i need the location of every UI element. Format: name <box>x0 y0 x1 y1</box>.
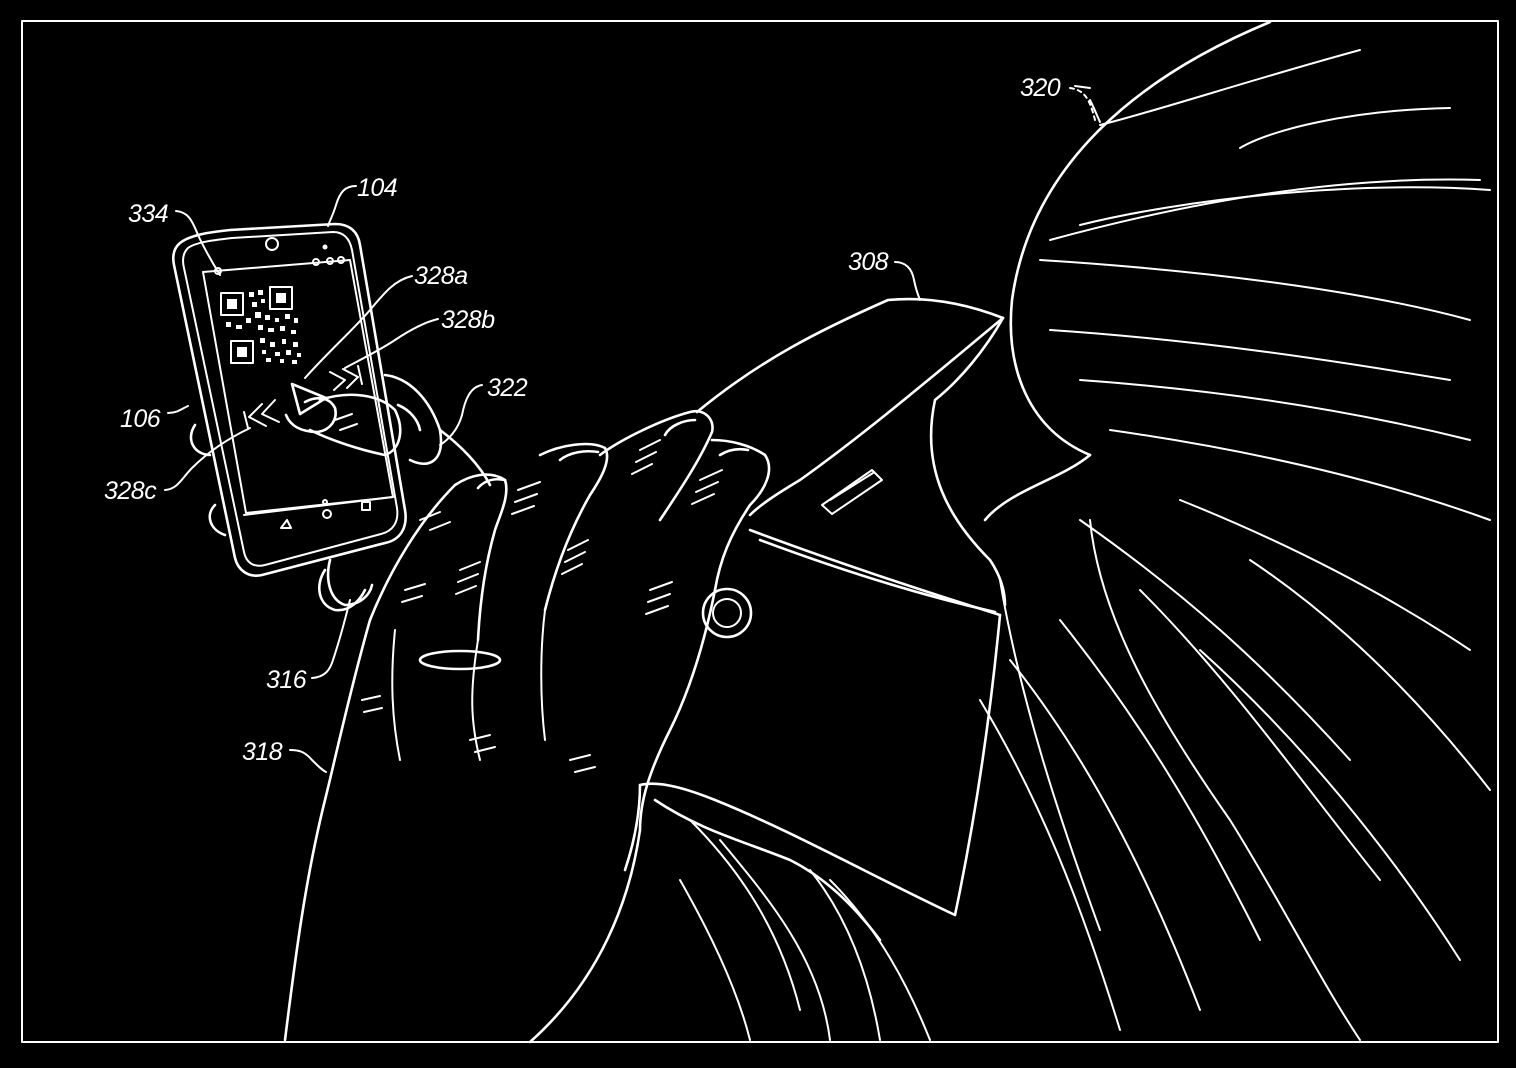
figure-border <box>21 20 1499 1043</box>
fast-forward-icon <box>329 365 363 391</box>
front-camera <box>265 237 279 251</box>
back-nav-icon <box>280 519 292 529</box>
label-104: 104 <box>357 174 397 202</box>
leader-lines <box>164 85 1101 773</box>
rewind-icon <box>243 399 280 429</box>
cable-316 <box>326 558 374 607</box>
head-mounted-display-308 <box>623 297 1007 1041</box>
label-320: 320 <box>1020 74 1061 102</box>
label-318: 318 <box>242 738 283 766</box>
mobile-device-104 <box>171 222 407 577</box>
left-hand-322 <box>189 373 492 612</box>
play-icon <box>290 382 328 416</box>
side-button <box>701 587 753 639</box>
label-316: 316 <box>266 666 307 694</box>
qr-code-icon <box>220 286 301 364</box>
label-322: 322 <box>487 374 528 402</box>
label-328c: 328c <box>104 477 157 505</box>
right-hand-318 <box>283 409 771 1044</box>
label-328b: 328b <box>441 306 495 334</box>
head-hair-320 <box>979 20 1491 1041</box>
recent-apps-icon <box>361 501 371 511</box>
ring <box>418 649 502 671</box>
home-nav-icon <box>322 499 332 519</box>
label-308: 308 <box>848 248 889 276</box>
label-106: 106 <box>120 405 161 433</box>
label-328a: 328a <box>414 262 468 290</box>
label-334: 334 <box>128 200 168 228</box>
